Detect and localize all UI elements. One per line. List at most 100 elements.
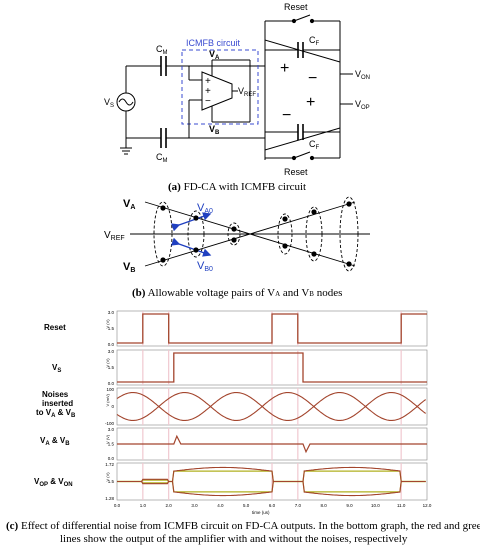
row-label-vs: V xyxy=(52,363,58,372)
yunit-label: V (V) xyxy=(105,358,110,368)
svg-text:CM: CM xyxy=(156,152,168,164)
xtick-label: 10.0 xyxy=(371,503,380,508)
row-label-vab: V xyxy=(40,436,46,445)
svg-text:CF: CF xyxy=(309,35,320,47)
svg-text:VB: VB xyxy=(209,124,220,136)
cf-top-label: C xyxy=(309,35,316,45)
va-node-label: V xyxy=(209,49,215,59)
vb-node-label: V xyxy=(209,124,215,134)
opamp-plus-in: + xyxy=(280,60,289,77)
svg-text:VB: VB xyxy=(123,261,135,274)
waveform-noise-1 xyxy=(116,392,427,421)
yunit-label: V (mV) xyxy=(105,393,110,406)
cf-bottom-label: C xyxy=(309,139,316,149)
ytick-label: 3.0 xyxy=(108,310,115,315)
icmfb-minus: − xyxy=(205,96,211,107)
row-label-noise-1: Noises xyxy=(42,390,69,399)
svg-text:VOP: VOP xyxy=(355,99,370,111)
row-label-noise-2: inserted xyxy=(42,399,73,408)
row-label-out: V xyxy=(34,477,40,486)
cm-top-label: C xyxy=(156,44,163,54)
circuit-labels: Reset Reset CF CF CM CM VS ICMFB circuit… xyxy=(104,2,370,177)
ytick-label: 0.0 xyxy=(108,456,115,461)
icmfb-box xyxy=(181,49,259,125)
svg-text:VREF: VREF xyxy=(238,86,256,98)
svg-text:VON: VON xyxy=(355,69,370,81)
yunit-label: V (V) xyxy=(105,434,110,444)
yunit-label: V (V) xyxy=(105,472,110,482)
caption-a: (a) FD-CA with ICMFB circuit xyxy=(168,181,306,193)
von-label: V xyxy=(355,69,361,79)
svg-text:CM: CM xyxy=(156,44,168,56)
x-axis-label: time (us) xyxy=(252,510,270,515)
svg-text:CF: CF xyxy=(309,139,320,151)
ytick-label: 1.72 xyxy=(105,462,114,467)
ytick-label: 100 xyxy=(106,387,114,392)
ytick-label: 1.5 xyxy=(108,479,115,484)
svg-text:VOP & VON: VOP & VON xyxy=(34,477,73,488)
xtick-label: 12.0 xyxy=(423,503,432,508)
opamp-minus-in: − xyxy=(282,107,291,124)
icmfb-label: ICMFB circuit xyxy=(186,38,240,48)
xtick-label: 4.0 xyxy=(217,503,224,508)
xtick-label: 8.0 xyxy=(321,503,328,508)
waveform-output-red-2 xyxy=(117,480,426,497)
opamp-minus-out: − xyxy=(308,70,317,87)
waveform-noise-2 xyxy=(116,392,427,421)
xtick-label: 11.0 xyxy=(397,503,406,508)
icmfb-opamp xyxy=(201,71,233,111)
va-axis-label: V xyxy=(123,198,131,210)
caption-c-line-2: lines show the output of the amplifier w… xyxy=(60,533,408,545)
row-label-noise-3: to V xyxy=(36,408,52,417)
vref-label: V xyxy=(238,86,244,96)
vb0-label: V xyxy=(197,260,205,272)
voltage-pair-dots xyxy=(160,201,352,267)
xtick-label: 7.0 xyxy=(295,503,302,508)
ytick-label: 3.0 xyxy=(108,427,115,432)
xtick-label: 3.0 xyxy=(191,503,198,508)
xtick-label: 9.0 xyxy=(346,503,353,508)
vs-label: V xyxy=(104,97,110,107)
ytick-label: -100 xyxy=(105,421,115,426)
xtick-label: 2.0 xyxy=(166,503,173,508)
svg-text:VS: VS xyxy=(104,97,114,109)
voltage-pairs-diagram xyxy=(130,196,370,272)
xtick-label: 1.0 xyxy=(140,503,147,508)
ytick-label: 3.0 xyxy=(108,349,115,354)
svg-text:VA & VB: VA & VB xyxy=(40,436,70,447)
reset-bottom-label: Reset xyxy=(284,167,308,177)
svg-text:VREF: VREF xyxy=(104,230,125,242)
ytick-label: 0 xyxy=(111,404,114,409)
ytick-label: 0.0 xyxy=(108,381,115,386)
waveform-vs xyxy=(117,352,427,383)
ytick-label: 1.5 xyxy=(108,442,115,447)
ytick-label: 1.5 xyxy=(108,365,115,370)
vref-axis-label: V xyxy=(104,230,111,241)
xtick-label: 6.0 xyxy=(269,503,276,508)
vop-label: V xyxy=(355,99,361,109)
waveform-reset xyxy=(117,313,427,344)
reset-top-label: Reset xyxy=(284,2,308,12)
ytick-label: 1.5 xyxy=(108,326,115,331)
caption-b: (b) Allowable voltage pairs of VA and VB… xyxy=(132,287,342,299)
ytick-label: 1.28 xyxy=(105,496,114,501)
waveform-plots: 3.0 1.5 0.0 V (V) 3.0 1.5 0.0 V (V) 100 0 -100 V (m… xyxy=(105,310,432,508)
svg-text:VA: VA xyxy=(209,49,220,61)
icmfb-plus-1: + xyxy=(205,76,211,87)
caption-c-line-1: (c) Effect of differential noise from IC… xyxy=(6,520,480,532)
icmfb-plus-2: + xyxy=(205,86,211,97)
svg-text:to VA & VB: to VA & VB xyxy=(36,408,76,419)
xtick-label: 5.0 xyxy=(243,503,250,508)
waveform-row-labels: Reset VS Noises inserted to VA & VB VA &… xyxy=(34,323,76,488)
yunit-label: V (V) xyxy=(105,319,110,329)
opamp-plus-out: + xyxy=(306,94,315,111)
voltage-pair-labels: VA VB VREF VA0 VB0 xyxy=(104,198,213,274)
svg-text:VB0: VB0 xyxy=(197,260,213,273)
xtick-label: 0.0 xyxy=(114,503,121,508)
svg-text:VS: VS xyxy=(52,363,61,374)
vb-axis-label: V xyxy=(123,261,131,273)
ytick-label: 0.0 xyxy=(108,342,115,347)
svg-text:VA0: VA0 xyxy=(197,202,213,215)
waveform-vab xyxy=(117,434,427,454)
